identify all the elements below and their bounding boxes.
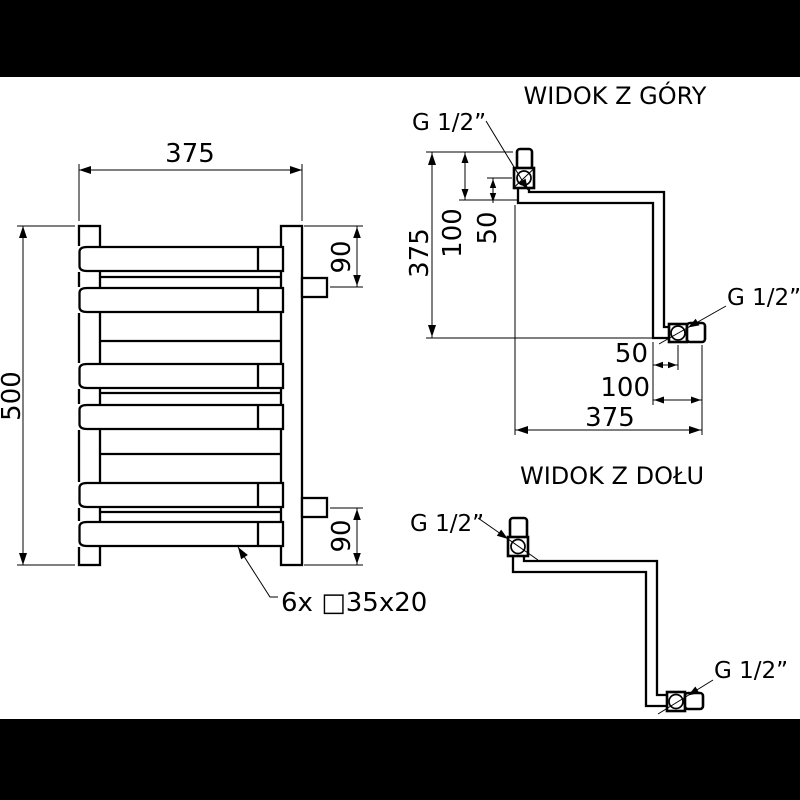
dimension-bottom-stub: 90 bbox=[304, 507, 363, 566]
dimension-width: 375 bbox=[78, 139, 303, 221]
top-view-conn-right: G 1/2” bbox=[658, 285, 800, 345]
top-connection-stub bbox=[300, 276, 329, 299]
dimension-depth-375: 375 bbox=[405, 151, 663, 339]
top-view-left-fitting bbox=[512, 147, 536, 190]
bottom-view-pipe bbox=[511, 556, 667, 708]
rail bbox=[74, 362, 285, 390]
cross-tube-lines bbox=[100, 275, 281, 514]
rails bbox=[74, 245, 285, 548]
rail bbox=[74, 245, 285, 273]
fitting-nipple bbox=[515, 147, 534, 171]
rail bbox=[74, 481, 285, 509]
dimension-top-stub: 90 bbox=[304, 225, 363, 288]
rail-spec-leader: 6x □35x20 bbox=[237, 546, 427, 618]
dim-bottom-stub-label: 90 bbox=[327, 519, 357, 552]
letterbox-bottom bbox=[0, 719, 800, 800]
top-view-conn-left: G 1/2” bbox=[412, 110, 529, 191]
connection-label: G 1/2” bbox=[412, 110, 486, 136]
bottom-view-conn-right: G 1/2” bbox=[657, 658, 788, 715]
connection-label: G 1/2” bbox=[727, 285, 800, 311]
rail bbox=[74, 403, 285, 431]
rail bbox=[74, 286, 285, 314]
bottom-connection-stub bbox=[300, 496, 329, 519]
dimension-bottom-375: 375 bbox=[514, 205, 702, 435]
bottom-view-title: WIDOK Z DOŁU bbox=[520, 462, 704, 490]
dimension-offset-50: 50 bbox=[473, 177, 512, 245]
letterbox-top bbox=[0, 0, 800, 77]
rail bbox=[74, 520, 285, 548]
bottom-view-right-fitting bbox=[665, 690, 705, 713]
dimension-height: 500 bbox=[0, 225, 75, 566]
right-collector bbox=[279, 224, 304, 567]
dim-width-label: 375 bbox=[165, 139, 215, 169]
dim-bottom-100-label: 100 bbox=[600, 373, 650, 403]
connection-label: G 1/2” bbox=[714, 658, 788, 684]
rail-spec-label: 6x □35x20 bbox=[281, 588, 427, 618]
drawing-paper bbox=[0, 77, 800, 720]
bottom-view: WIDOK Z DOŁU G 1/2” G 1/2” bbox=[410, 462, 788, 715]
dim-top-stub-label: 90 bbox=[327, 240, 357, 273]
top-view-right-fitting bbox=[667, 321, 707, 344]
dim-offset-50-label: 50 bbox=[473, 211, 503, 244]
dimension-bottom-50: 50 bbox=[615, 339, 679, 405]
connection-label: G 1/2” bbox=[410, 511, 484, 537]
bottom-view-conn-left: G 1/2” bbox=[410, 511, 539, 561]
dim-bottom-50-label: 50 bbox=[615, 339, 648, 369]
top-view-title: WIDOK Z GÓRY bbox=[524, 80, 707, 110]
dimension-bottom-100: 100 bbox=[600, 345, 703, 435]
dim-depth-label: 375 bbox=[405, 228, 435, 278]
top-view: WIDOK Z GÓRY G 1/2” G 1/2” bbox=[405, 80, 800, 435]
dimension-offset-100: 100 bbox=[438, 152, 517, 258]
front-view: 375 500 90 90 bbox=[0, 139, 427, 618]
dim-offset-100-label: 100 bbox=[438, 208, 468, 258]
dim-bottom-375-label: 375 bbox=[585, 403, 635, 433]
dim-height-label: 500 bbox=[0, 371, 27, 421]
left-collector bbox=[77, 224, 102, 567]
fitting-nipple bbox=[508, 516, 529, 540]
